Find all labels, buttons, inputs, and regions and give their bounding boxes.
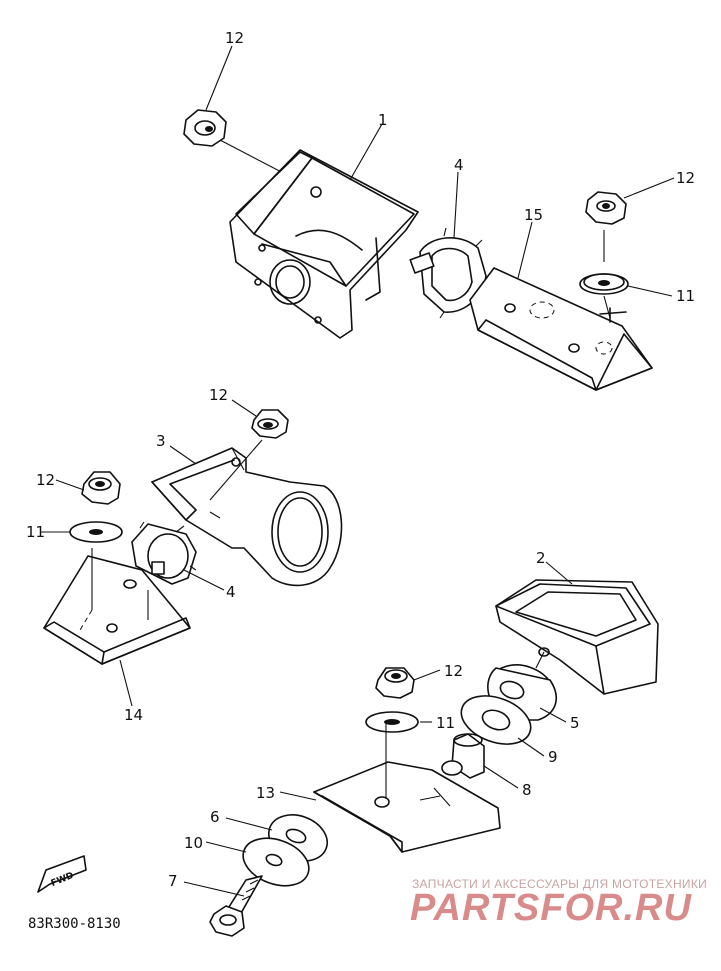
part-4-damper-upper xyxy=(409,227,487,319)
part-12-nut-top-right xyxy=(585,191,627,262)
part-2-bracket-box xyxy=(495,579,659,695)
callout-1: 1 xyxy=(378,111,388,129)
part-14-plate-mid xyxy=(43,548,191,665)
callout-11: 11 xyxy=(436,714,455,732)
part-11-washer-mid-left xyxy=(69,521,123,543)
part-15-plate-upper xyxy=(469,267,653,391)
callout-12: 12 xyxy=(676,169,695,187)
callout-labels: 12 1 4 15 12 11 12 3 12 11 4 14 2 12 11 … xyxy=(26,29,695,890)
part-11-washer-lower xyxy=(365,711,419,733)
callout-9: 9 xyxy=(548,748,558,766)
callout-14: 14 xyxy=(124,706,143,724)
part-1-bracket-box xyxy=(229,149,419,339)
callout-8: 8 xyxy=(522,781,532,799)
part-4-damper-mid xyxy=(131,521,197,585)
callout-4: 4 xyxy=(454,156,464,174)
callout-7: 7 xyxy=(168,872,178,890)
diagram-part-number: 83R300-8130 xyxy=(28,916,121,932)
callout-11: 11 xyxy=(676,287,695,305)
part-7-bolt xyxy=(209,875,263,937)
callout-3: 3 xyxy=(156,432,166,450)
callout-6: 6 xyxy=(210,808,220,826)
part-9-ring xyxy=(460,695,532,745)
part-12-nut-mid-left xyxy=(81,471,121,505)
part-8-collar xyxy=(441,733,485,779)
callout-15: 15 xyxy=(524,206,543,224)
callout-13: 13 xyxy=(256,784,275,802)
callout-12: 12 xyxy=(444,662,463,680)
callout-12: 12 xyxy=(209,386,228,404)
part-10-washer-lower xyxy=(242,837,310,887)
callout-12: 12 xyxy=(225,29,244,47)
callout-2: 2 xyxy=(536,549,546,567)
watermark-tagline: ЗАПЧАСТИ И АКСЕССУАРЫ ДЛЯ МОТОТЕХНИКИ xyxy=(412,877,707,891)
callout-10: 10 xyxy=(184,834,203,852)
part-12-nut-mid xyxy=(251,409,289,439)
callout-11: 11 xyxy=(26,523,45,541)
callout-5: 5 xyxy=(570,714,580,732)
part-13-plate-lower xyxy=(313,722,501,853)
part-3-bracket xyxy=(151,439,343,587)
part-12-nut-lower xyxy=(375,667,415,699)
fwd-arrow-icon: FWD xyxy=(37,855,87,893)
part-11-washer-top-right xyxy=(579,273,629,323)
watermark-brand: PARTSFOR.RU xyxy=(410,887,692,929)
callout-4: 4 xyxy=(226,583,236,601)
leader-lines xyxy=(40,45,675,897)
callout-12: 12 xyxy=(36,471,55,489)
